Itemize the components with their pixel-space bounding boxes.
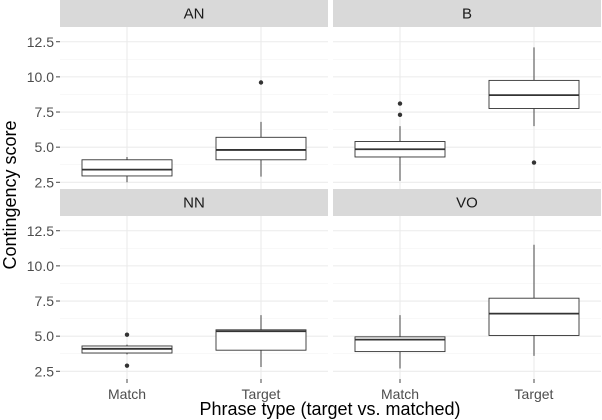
box-body — [215, 329, 307, 351]
box-an-target — [215, 80, 307, 177]
panel-an: AN — [60, 0, 328, 190]
box-body — [488, 297, 580, 336]
strip-nn — [60, 189, 328, 216]
y-tick-label: 2.5 — [35, 363, 55, 379]
y-tick-label: 5.0 — [35, 139, 55, 155]
x-tick-label: Target — [242, 386, 281, 402]
outlier-point — [124, 363, 130, 368]
y-tick-label: 7.5 — [35, 293, 55, 309]
strip-label-vo: VO — [456, 195, 478, 212]
panel-background — [60, 216, 328, 379]
x-tick-label: Match — [381, 386, 419, 402]
box-body — [215, 136, 307, 161]
y-tick-label: 5.0 — [35, 328, 55, 344]
panels-group: AN B NN VO — [60, 0, 601, 379]
panel-background — [333, 216, 601, 379]
outlier-point — [258, 80, 264, 85]
outlier-point — [124, 332, 130, 337]
strip-label-an: AN — [184, 6, 205, 23]
strip-an — [60, 0, 328, 27]
box-nn-match — [81, 332, 173, 368]
box-vo-match — [354, 315, 446, 369]
box-b-target — [488, 47, 580, 165]
y-tick-label: 10.0 — [27, 258, 54, 274]
strip-vo — [333, 189, 601, 216]
strip-b — [333, 0, 601, 27]
box-body — [81, 159, 173, 177]
outlier-point — [397, 112, 403, 118]
outlier-point — [531, 160, 537, 165]
panel-b: B — [333, 0, 601, 190]
y-axis-title: Contingency score — [0, 120, 20, 269]
y-tick-label: 12.5 — [27, 34, 54, 50]
box-b-match — [354, 101, 446, 181]
strip-label-b: B — [462, 6, 472, 23]
x-tick-label: Target — [515, 386, 554, 402]
outlier-point — [397, 101, 403, 106]
panel-vo: VO — [333, 189, 601, 379]
strip-label-nn: NN — [183, 195, 205, 212]
x-axes-group: Match Target Match Target — [108, 379, 554, 402]
box-vo-target — [488, 244, 580, 356]
box-an-match — [81, 156, 173, 183]
x-tick-label: Match — [108, 386, 146, 402]
y-tick-label: 2.5 — [35, 174, 55, 190]
x-axis-title: Phrase type (target vs. matched) — [199, 399, 460, 419]
panel-nn: NN — [60, 189, 328, 379]
box-nn-target — [215, 315, 307, 368]
y-axes-group: 2.5 5.0 7.5 10.0 12.5 2.5 5.0 7.5 10.0 12.5 — [27, 34, 60, 379]
y-tick-label: 12.5 — [27, 223, 54, 239]
y-tick-label: 7.5 — [35, 104, 55, 120]
y-tick-label: 10.0 — [27, 69, 54, 85]
